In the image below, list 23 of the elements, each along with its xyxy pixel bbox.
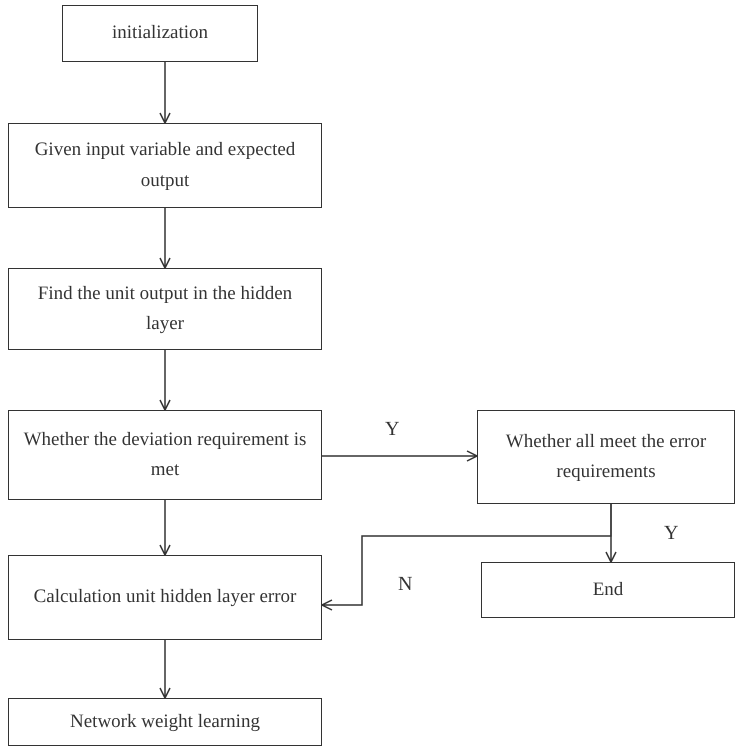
box-text: Find the unit output in the hidden layer [36,282,294,336]
arrow [159,350,171,411]
process-box [8,555,322,640]
box-text: Calculation unit hidden layer error [32,585,298,610]
process-box [8,268,322,350]
process-box [481,562,735,618]
box-text: Given input variable and expected output [34,138,296,192]
arrow [159,62,171,124]
box-text: Whether all meet the error requirements [504,430,708,484]
process-box [477,410,735,504]
box-text: End [592,578,624,602]
arrow [159,208,171,269]
process-box [62,5,258,62]
process-box [8,698,322,746]
box-text: initialization [110,21,210,46]
process-box [8,123,322,208]
process-box [8,410,322,500]
arrow [322,450,478,462]
arrow [159,500,171,556]
arrow [159,640,171,699]
box-text: Network weight learning [69,710,261,734]
box-text: Whether the deviation requirement is met [22,428,308,482]
arrow [321,504,612,611]
